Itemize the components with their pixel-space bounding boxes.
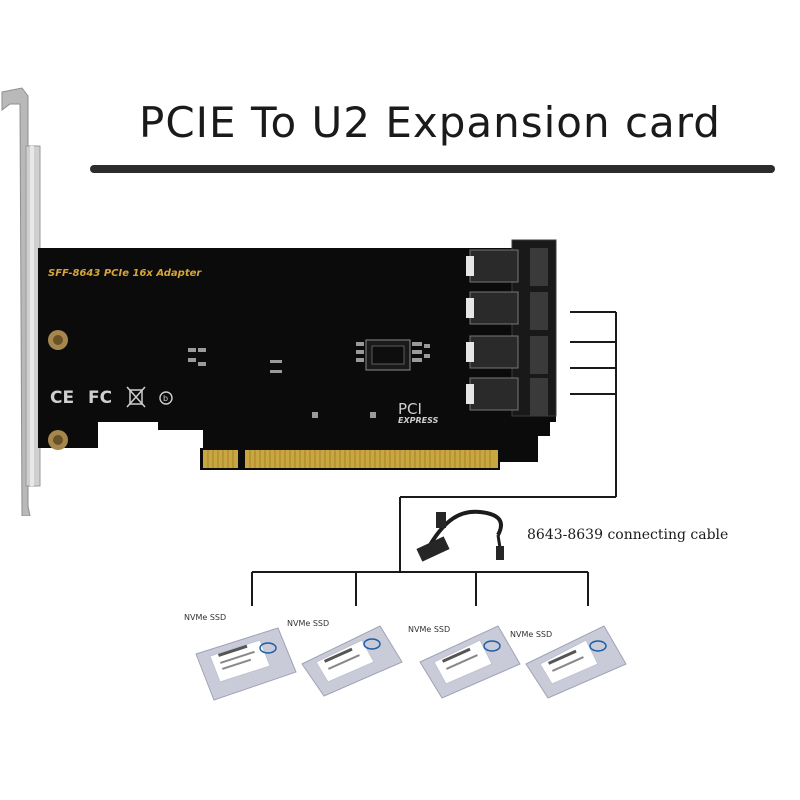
card-model-label: SFF-8643 PCIe 16x Adapter [48,268,202,279]
nvme-ssd-4 [525,625,627,699]
metal-bracket [1,87,41,516]
title-divider [90,165,775,173]
pcie-card [38,239,557,470]
cable-label: 8643-8639 connecting cable [527,527,729,543]
ssd-label: NVMe SSD [510,630,553,639]
screw [48,430,68,450]
ssd-label: NVMe SSD [184,613,227,622]
weee-bin-icon [126,386,146,408]
ssd-label: NVMe SSD [287,619,330,628]
fc-mark: FC [88,388,113,408]
pci-logo-bottom: EXPRESS [398,416,439,425]
cable-illustration [416,509,504,562]
nvme-ssd-3 [419,625,521,699]
sff8643-port [469,249,519,411]
ce-mark: CE [50,388,75,408]
page-title: PCIE To U2 Expansion card [139,98,721,147]
nvme-ssd-1 [195,627,297,701]
pci-express-logo: PCI EXPRESS [398,400,439,426]
svg-text:b: b [163,394,168,403]
rohs-icon: b [159,391,173,405]
ssd-label: NVMe SSD [408,625,451,634]
screw [48,330,68,350]
nvme-ssd-2 [301,625,403,697]
pci-logo-top: PCI [398,400,422,418]
